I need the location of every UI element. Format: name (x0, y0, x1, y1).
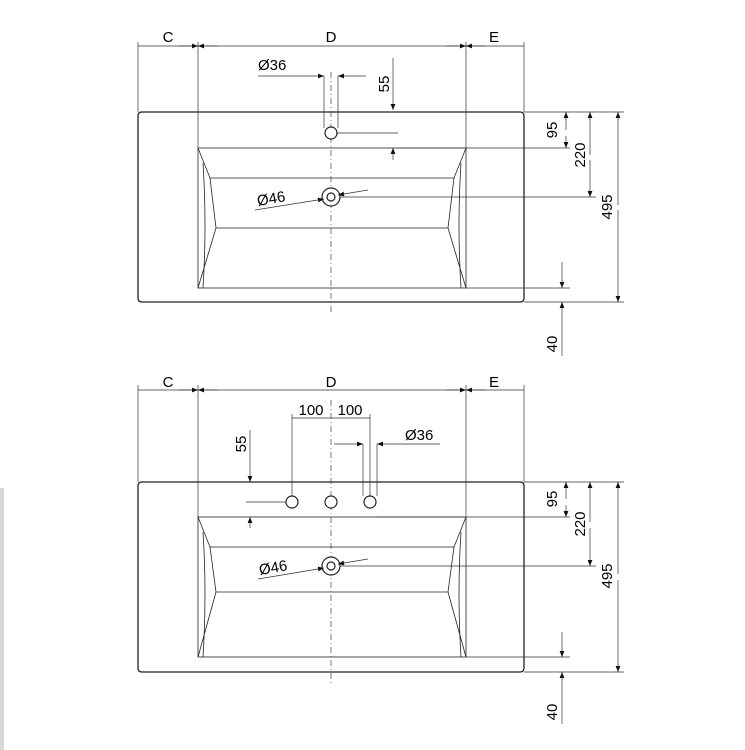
scrollbar[interactable] (0, 488, 4, 750)
drain-inner (326, 192, 336, 202)
dim-495-label: 495 (599, 563, 616, 588)
tap-hole-diameter-label: Ø36 (405, 427, 433, 444)
dim-95-label: 95 (544, 122, 561, 139)
dim-e-label: E (489, 374, 499, 391)
bowl-bevel (197, 516, 467, 658)
drain-inner (326, 561, 336, 571)
dim-d-label: D (326, 29, 337, 46)
drain-dim-line (337, 189, 369, 197)
dim-40-label: 40 (544, 704, 561, 721)
tap-hole-center (324, 495, 338, 509)
tap-hole-diameter-label: Ø36 (258, 57, 286, 74)
countertop-outline (137, 481, 525, 673)
bowl-bevel (197, 147, 467, 289)
dim-95-label: 95 (544, 491, 561, 508)
dim-495-label: 495 (599, 194, 616, 219)
dim-220-label: 220 (572, 142, 589, 167)
basin-view-three-holes: 100 100 Ø36 55 Ø46 C D E (137, 374, 624, 724)
bowl-outline (197, 147, 467, 289)
dim-c-label: C (163, 374, 174, 391)
dim-40-label: 40 (544, 336, 561, 353)
tap-offset-label: 55 (233, 436, 250, 453)
dim-e-label: E (489, 29, 499, 46)
bowl-outline (197, 516, 467, 658)
countertop-outline (137, 111, 525, 303)
spacing-left-label: 100 (298, 402, 323, 419)
drain-dim-line (337, 558, 369, 566)
dim-d-label: D (326, 374, 337, 391)
tap-hole-left (285, 495, 299, 509)
tap-hole (324, 126, 338, 140)
drain-dim-line (257, 566, 325, 580)
dim-220-label: 220 (572, 511, 589, 536)
drain-dim-line (254, 197, 325, 211)
dim-c-label: C (163, 29, 174, 46)
drain-diameter-label: Ø46 (256, 188, 287, 210)
tap-offset-label: 55 (376, 76, 393, 93)
basin-view-single-hole: Ø36 55 Ø46 C D E 95 2 (137, 29, 624, 356)
drain-diameter-label: Ø46 (258, 557, 289, 579)
spacing-right-label: 100 (337, 402, 362, 419)
tap-hole-right (363, 495, 377, 509)
